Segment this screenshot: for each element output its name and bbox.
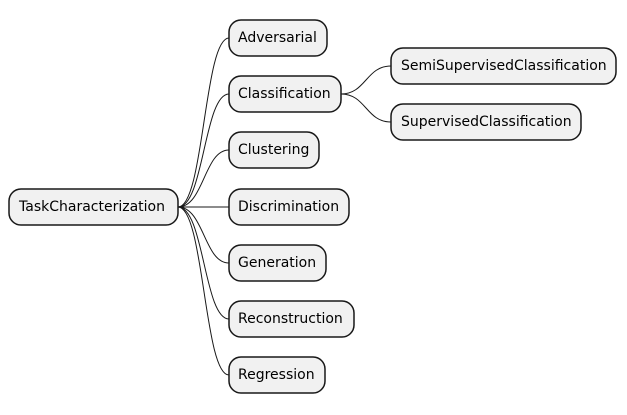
node-label-supervisedclassification: SupervisedClassification [401, 114, 572, 130]
node-label-semisupervisedclassification: SemiSupervisedClassification [401, 58, 607, 74]
node-regression: Regression [228, 356, 326, 394]
node-label-discrimination: Discrimination [238, 199, 339, 215]
node-taskcharacterization: TaskCharacterization [8, 188, 179, 226]
node-adversarial: Adversarial [228, 19, 328, 57]
edges [177, 37, 392, 376]
edge-root-reconstruction [177, 206, 230, 320]
node-clustering: Clustering [228, 131, 320, 169]
edge-root-generation [177, 206, 230, 264]
edge-root-classification [177, 93, 230, 208]
node-discrimination: Discrimination [228, 188, 350, 226]
node-generation: Generation [228, 244, 327, 282]
edge-classification-semisupervised [340, 65, 392, 95]
node-supervisedclassification: SupervisedClassification [390, 103, 582, 141]
edge-root-clustering [177, 149, 230, 208]
node-label-reconstruction: Reconstruction [238, 311, 343, 327]
node-label-generation: Generation [238, 255, 316, 271]
node-label-adversarial: Adversarial [238, 30, 317, 46]
node-label-taskcharacterization: TaskCharacterization [18, 199, 165, 215]
node-semisupervisedclassification: SemiSupervisedClassification [390, 47, 617, 85]
node-classification: Classification [228, 75, 342, 113]
node-label-classification: Classification [238, 86, 331, 102]
edge-classification-supervised [340, 93, 392, 123]
node-label-regression: Regression [238, 367, 315, 383]
node-reconstruction: Reconstruction [228, 300, 355, 338]
edge-root-adversarial [177, 37, 230, 208]
edge-root-regression [177, 206, 230, 376]
node-label-clustering: Clustering [238, 142, 309, 158]
nodes: TaskCharacterization Adversarial Classif… [8, 19, 617, 394]
